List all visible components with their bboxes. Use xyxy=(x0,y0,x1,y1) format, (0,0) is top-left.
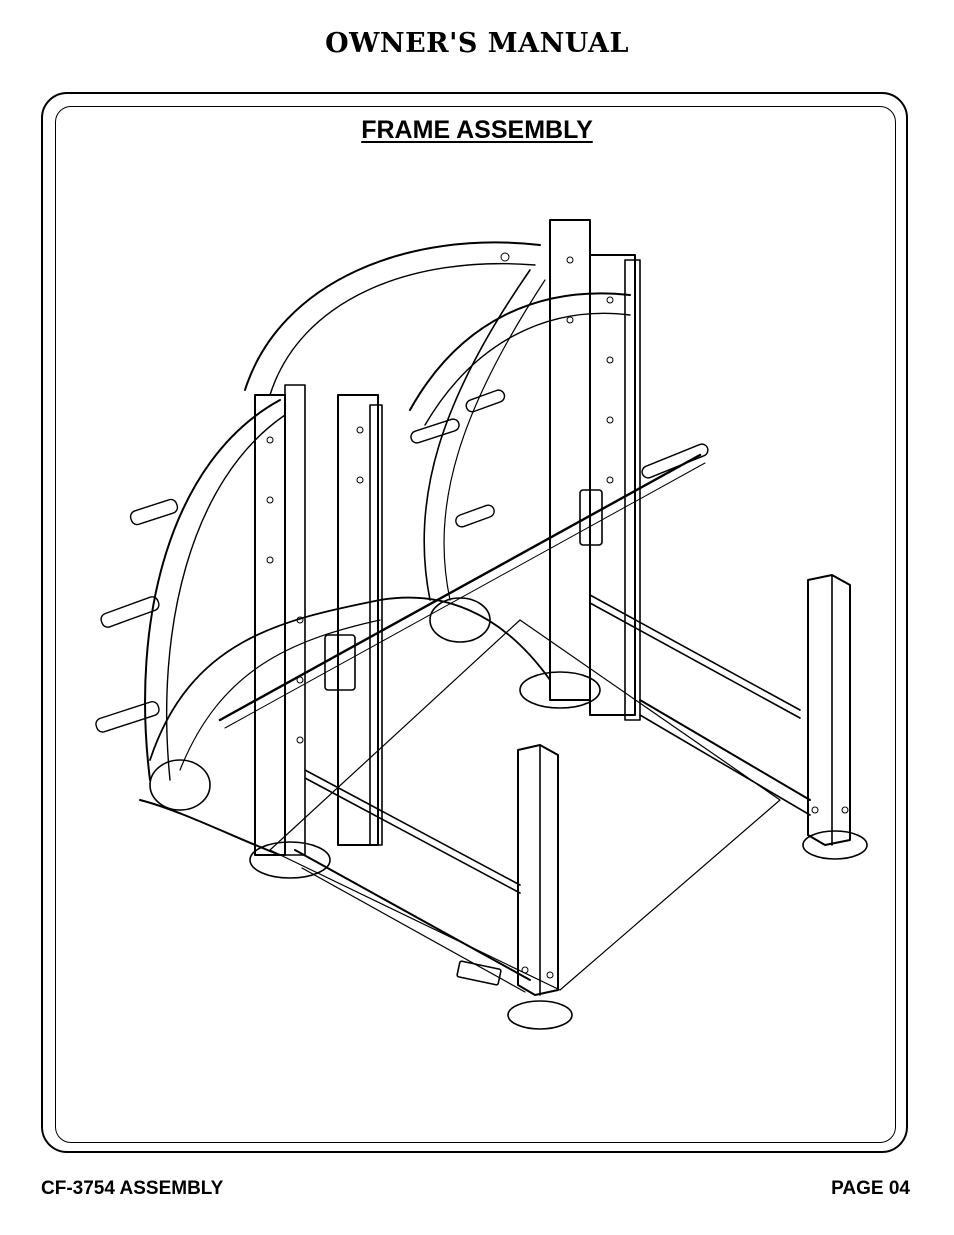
bar-carriage-left xyxy=(325,635,355,690)
manual-title: OWNER'S MANUAL xyxy=(0,28,954,59)
spotter-rail-rear xyxy=(590,595,800,710)
front-post-right xyxy=(808,575,850,845)
model-assembly-label: CF-3754 ASSEMBLY xyxy=(41,1178,223,1200)
side-cross-rail xyxy=(640,700,810,800)
front-post-left xyxy=(518,745,558,995)
weight-horns-rear xyxy=(409,388,709,528)
smith-bar xyxy=(220,455,700,720)
frame-assembly-drawing xyxy=(80,200,870,1040)
base-tube-left xyxy=(140,800,280,855)
front-arch xyxy=(410,293,630,410)
foot-pad-front-left xyxy=(508,1001,572,1029)
floor-plate xyxy=(270,620,780,990)
page-number: PAGE 04 xyxy=(831,1178,910,1200)
front-cross-rail xyxy=(295,850,530,980)
section-title: FRAME ASSEMBLY xyxy=(0,116,954,145)
rear-arch xyxy=(245,242,540,390)
rail-bracket xyxy=(457,961,501,985)
foot-pad-front-right xyxy=(803,831,867,859)
foot-pad-rear xyxy=(520,672,600,708)
